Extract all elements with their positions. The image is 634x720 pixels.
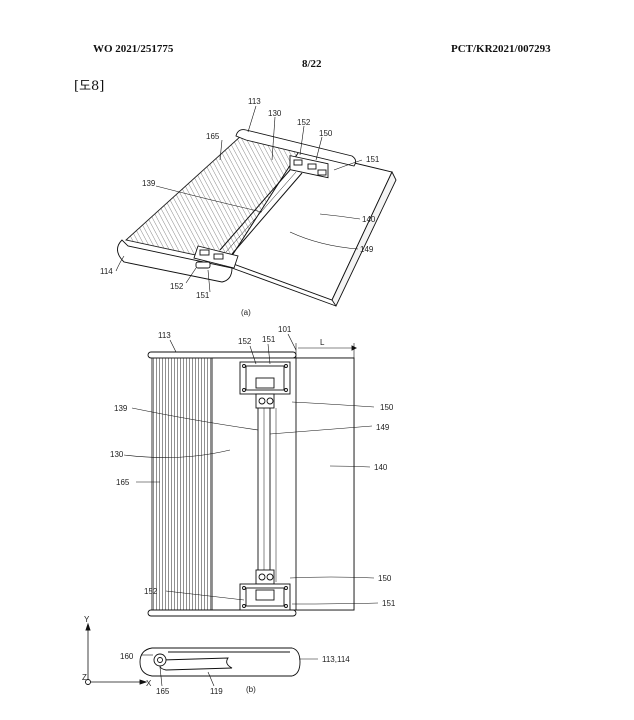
ref-139-b: 139: [114, 404, 128, 413]
view-a-labels: 113 130 152 150 165 151 139 140 149 114 …: [100, 97, 380, 317]
ref-101-b: 101: [278, 325, 292, 334]
ref-140-b: 140: [374, 463, 388, 472]
hinge-151-bottom-a: [193, 245, 239, 269]
axis-x-label: X: [146, 679, 152, 688]
sheet-number: 8/22: [302, 58, 322, 70]
caption-a: (a): [241, 308, 251, 317]
ref-130-a: 130: [268, 109, 282, 118]
ref-151-bottom-a: 151: [196, 291, 210, 300]
application-number: PCT/KR2021/007293: [451, 43, 551, 55]
axis-y-label: Y: [84, 615, 90, 624]
ref-165-a: 165: [206, 132, 220, 141]
extended-section-140: [295, 357, 355, 611]
ref-151-top-b: 151: [262, 335, 276, 344]
publication-number: WO 2021/251775: [93, 43, 174, 55]
ref-150-a: 150: [319, 129, 333, 138]
ref-165-side-b: 165: [156, 687, 170, 696]
ref-151-bottom-b: 151: [382, 599, 396, 608]
ref-119-b: 119: [210, 687, 223, 696]
top-roller-113-a: [235, 129, 357, 167]
ref-113-a: 113: [248, 97, 261, 106]
ref-152-a: 152: [297, 118, 311, 127]
ref-151-top-a: 151: [366, 155, 380, 164]
bottom-roller-b: [147, 609, 297, 617]
rolled-display-165-b: [151, 357, 213, 611]
ref-130-b: 130: [110, 450, 124, 459]
ref-113-b: 113: [158, 331, 171, 340]
bottom-roller-114-a: [117, 239, 233, 283]
axis-z-label: Z: [82, 673, 87, 682]
view-a-perspective: [115, 105, 397, 307]
hinge-150-top-b: [239, 361, 291, 409]
ref-139-a: 139: [142, 179, 156, 188]
ref-152-top-b: 152: [238, 337, 252, 346]
top-roller-113-b: [147, 351, 297, 359]
view-b-front: [85, 333, 379, 687]
caption-b: (b): [246, 685, 256, 694]
view-b-labels: 113 101 L 152 151 150 139 149 130 140 16…: [82, 325, 396, 696]
side-view-b: [139, 647, 318, 687]
ref-114-a: 114: [100, 267, 113, 276]
coordinate-axes: [85, 622, 148, 685]
ref-160-b: 160: [120, 652, 134, 661]
ref-165-b: 165: [116, 478, 130, 487]
figure-label: [도8]: [74, 79, 105, 94]
ref-152-bottom-a: 152: [170, 282, 184, 291]
dim-L: L: [320, 338, 325, 347]
ref-152-bottom-b: 152: [144, 587, 158, 596]
ref-150-top-b: 150: [380, 403, 394, 412]
ref-149-b: 149: [376, 423, 390, 432]
ref-140-a: 140: [362, 215, 376, 224]
ref-150-bottom-b: 150: [378, 574, 392, 583]
hinge-150-top-a: [289, 155, 329, 179]
ref-113-114-b: 113,114: [322, 655, 350, 664]
ref-149-a: 149: [360, 245, 374, 254]
hinge-150-bottom-b: [239, 569, 291, 611]
